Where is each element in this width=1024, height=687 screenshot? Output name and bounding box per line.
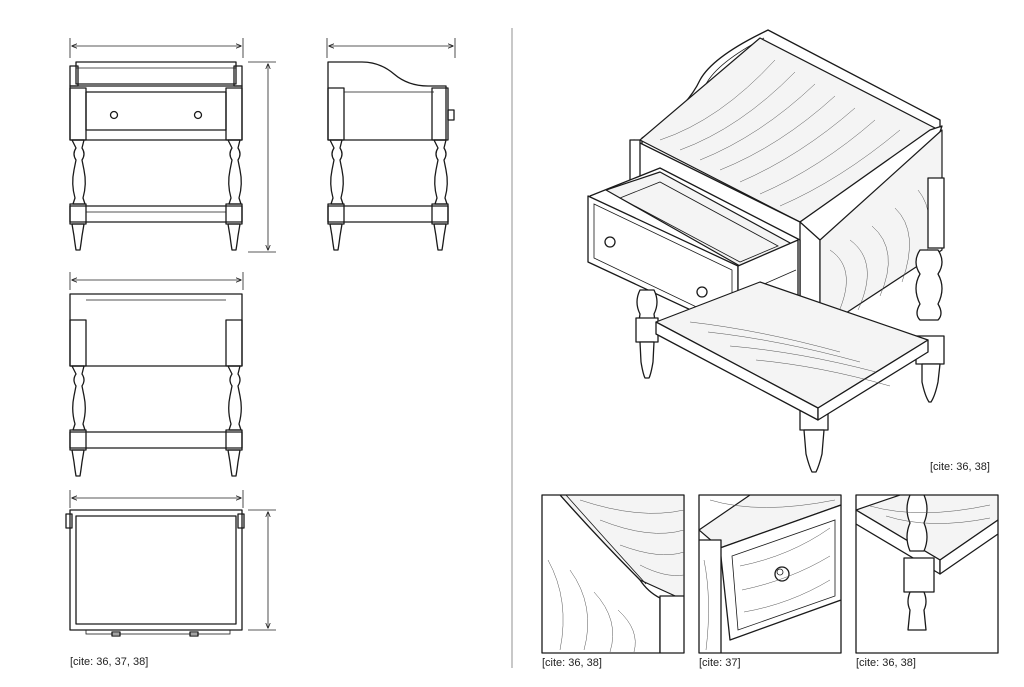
citation-orthographic: [cite: 36, 37, 38] (70, 656, 149, 668)
top-view (65, 490, 276, 637)
front-view (69, 38, 276, 253)
detail-drawer-knob (698, 494, 842, 654)
citation-detail-drawer: [cite: 37] (699, 657, 741, 669)
side-view (326, 38, 456, 251)
drawer-knob-icon (696, 286, 708, 298)
drawer-knob-icon (774, 566, 790, 582)
citation-detail-gallery: [cite: 36, 38] (542, 657, 602, 669)
isometric-view (587, 29, 945, 473)
detail-gallery-curve (541, 494, 685, 654)
detail-leg-joint (855, 494, 999, 654)
drawer-knob-icon (109, 110, 119, 120)
drawer-knob-icon (193, 110, 203, 120)
drawer-knob-icon (604, 236, 616, 248)
citation-detail-leg: [cite: 36, 38] (856, 657, 916, 669)
back-view (69, 272, 244, 477)
citation-isometric: [cite: 36, 38] (930, 461, 990, 473)
